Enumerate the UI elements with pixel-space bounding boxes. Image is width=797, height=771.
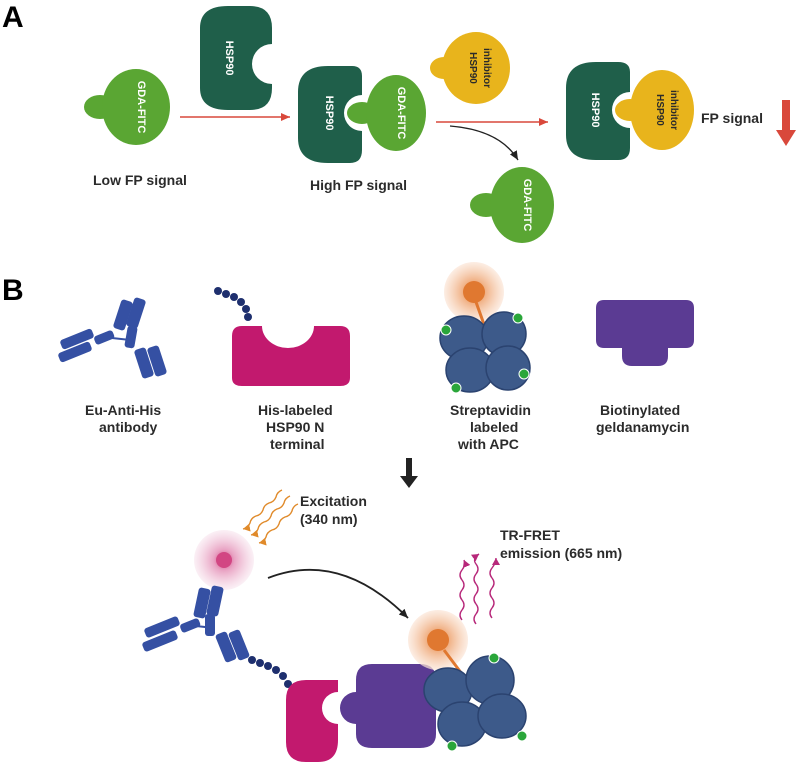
inhibitor-label-line1: HSP90	[654, 94, 665, 126]
his-tag-chain-complex	[248, 656, 292, 688]
his-label-line1: His-labeled	[258, 402, 333, 418]
gda-fitc-ligand-released: GDA-FITC	[470, 167, 554, 243]
europium-donor	[194, 530, 254, 590]
gda-fitc-label: GDA-FITC	[395, 87, 407, 140]
inhibitor-label-line2: inhibitor	[481, 48, 492, 88]
energy-transfer-arrow	[267, 568, 409, 619]
hsp90-inhibitor-complex: HSP90 HSP90 inhibitor	[566, 62, 694, 160]
inhibitor-label-line2: inhibitor	[668, 90, 679, 130]
high-fp-caption: High FP signal	[310, 177, 407, 193]
excitation-label-line2: (340 nm)	[300, 511, 358, 527]
biotinylated-geldanamycin-complex	[340, 664, 436, 748]
eu-anti-his-antibody-complex	[142, 585, 250, 663]
hsp90-inhibitor-free: HSP90 inhibitor	[430, 32, 510, 104]
biot-label-line1: Biotinylated	[600, 402, 680, 418]
excitation-label-line1: Excitation	[300, 493, 367, 509]
streptavidin-apc-complex	[408, 610, 528, 752]
gda-fitc-label: GDA-FITC	[521, 179, 533, 232]
hsp90-protein-free: HSP90	[200, 6, 272, 110]
biotinylated-geldanamycin	[596, 300, 694, 366]
down-arrow-icon	[400, 458, 418, 488]
fp-signal-caption: FP signal	[701, 110, 763, 126]
arrow-release	[449, 125, 519, 161]
excitation-arrows	[242, 489, 299, 546]
panel-b-letter: B	[2, 274, 24, 307]
panel-a-letter: A	[2, 1, 24, 34]
his-labeled-hsp90-n-terminal	[232, 326, 350, 386]
emission-label-line2: emission (665 nm)	[500, 545, 622, 561]
gda-fitc-label: GDA-FITC	[135, 81, 147, 134]
strep-label-line3: with APC	[457, 436, 519, 452]
his-tag-chain	[214, 287, 252, 321]
inhibitor-label-line1: HSP90	[467, 52, 478, 84]
gda-fitc-ligand-low: GDA-FITC	[84, 69, 170, 145]
hsp90-label: HSP90	[589, 93, 601, 128]
emission-arrows	[459, 553, 500, 625]
strep-label-line1: Streptavidin	[450, 402, 531, 418]
antibody-label-line2: antibody	[99, 419, 158, 435]
emission-label-line1: TR-FRET	[500, 527, 560, 543]
eu-anti-his-antibody	[58, 297, 167, 379]
fp-decrease-arrow-icon	[776, 100, 796, 146]
antibody-label-line1: Eu-Anti-His	[85, 402, 161, 418]
low-fp-caption: Low FP signal	[93, 172, 187, 188]
hsp90-gda-complex: HSP90 GDA-FITC	[298, 66, 426, 163]
his-labeled-hsp90-n-terminal-complex	[286, 680, 338, 762]
hsp90-label: HSP90	[223, 41, 235, 76]
strep-label-line2: labeled	[470, 419, 518, 435]
biot-label-line2: geldanamycin	[596, 419, 689, 435]
hsp90-label: HSP90	[323, 96, 335, 131]
his-label-line2: HSP90 N	[266, 419, 324, 435]
his-label-line3: terminal	[270, 436, 324, 452]
streptavidin-apc	[439, 262, 531, 394]
